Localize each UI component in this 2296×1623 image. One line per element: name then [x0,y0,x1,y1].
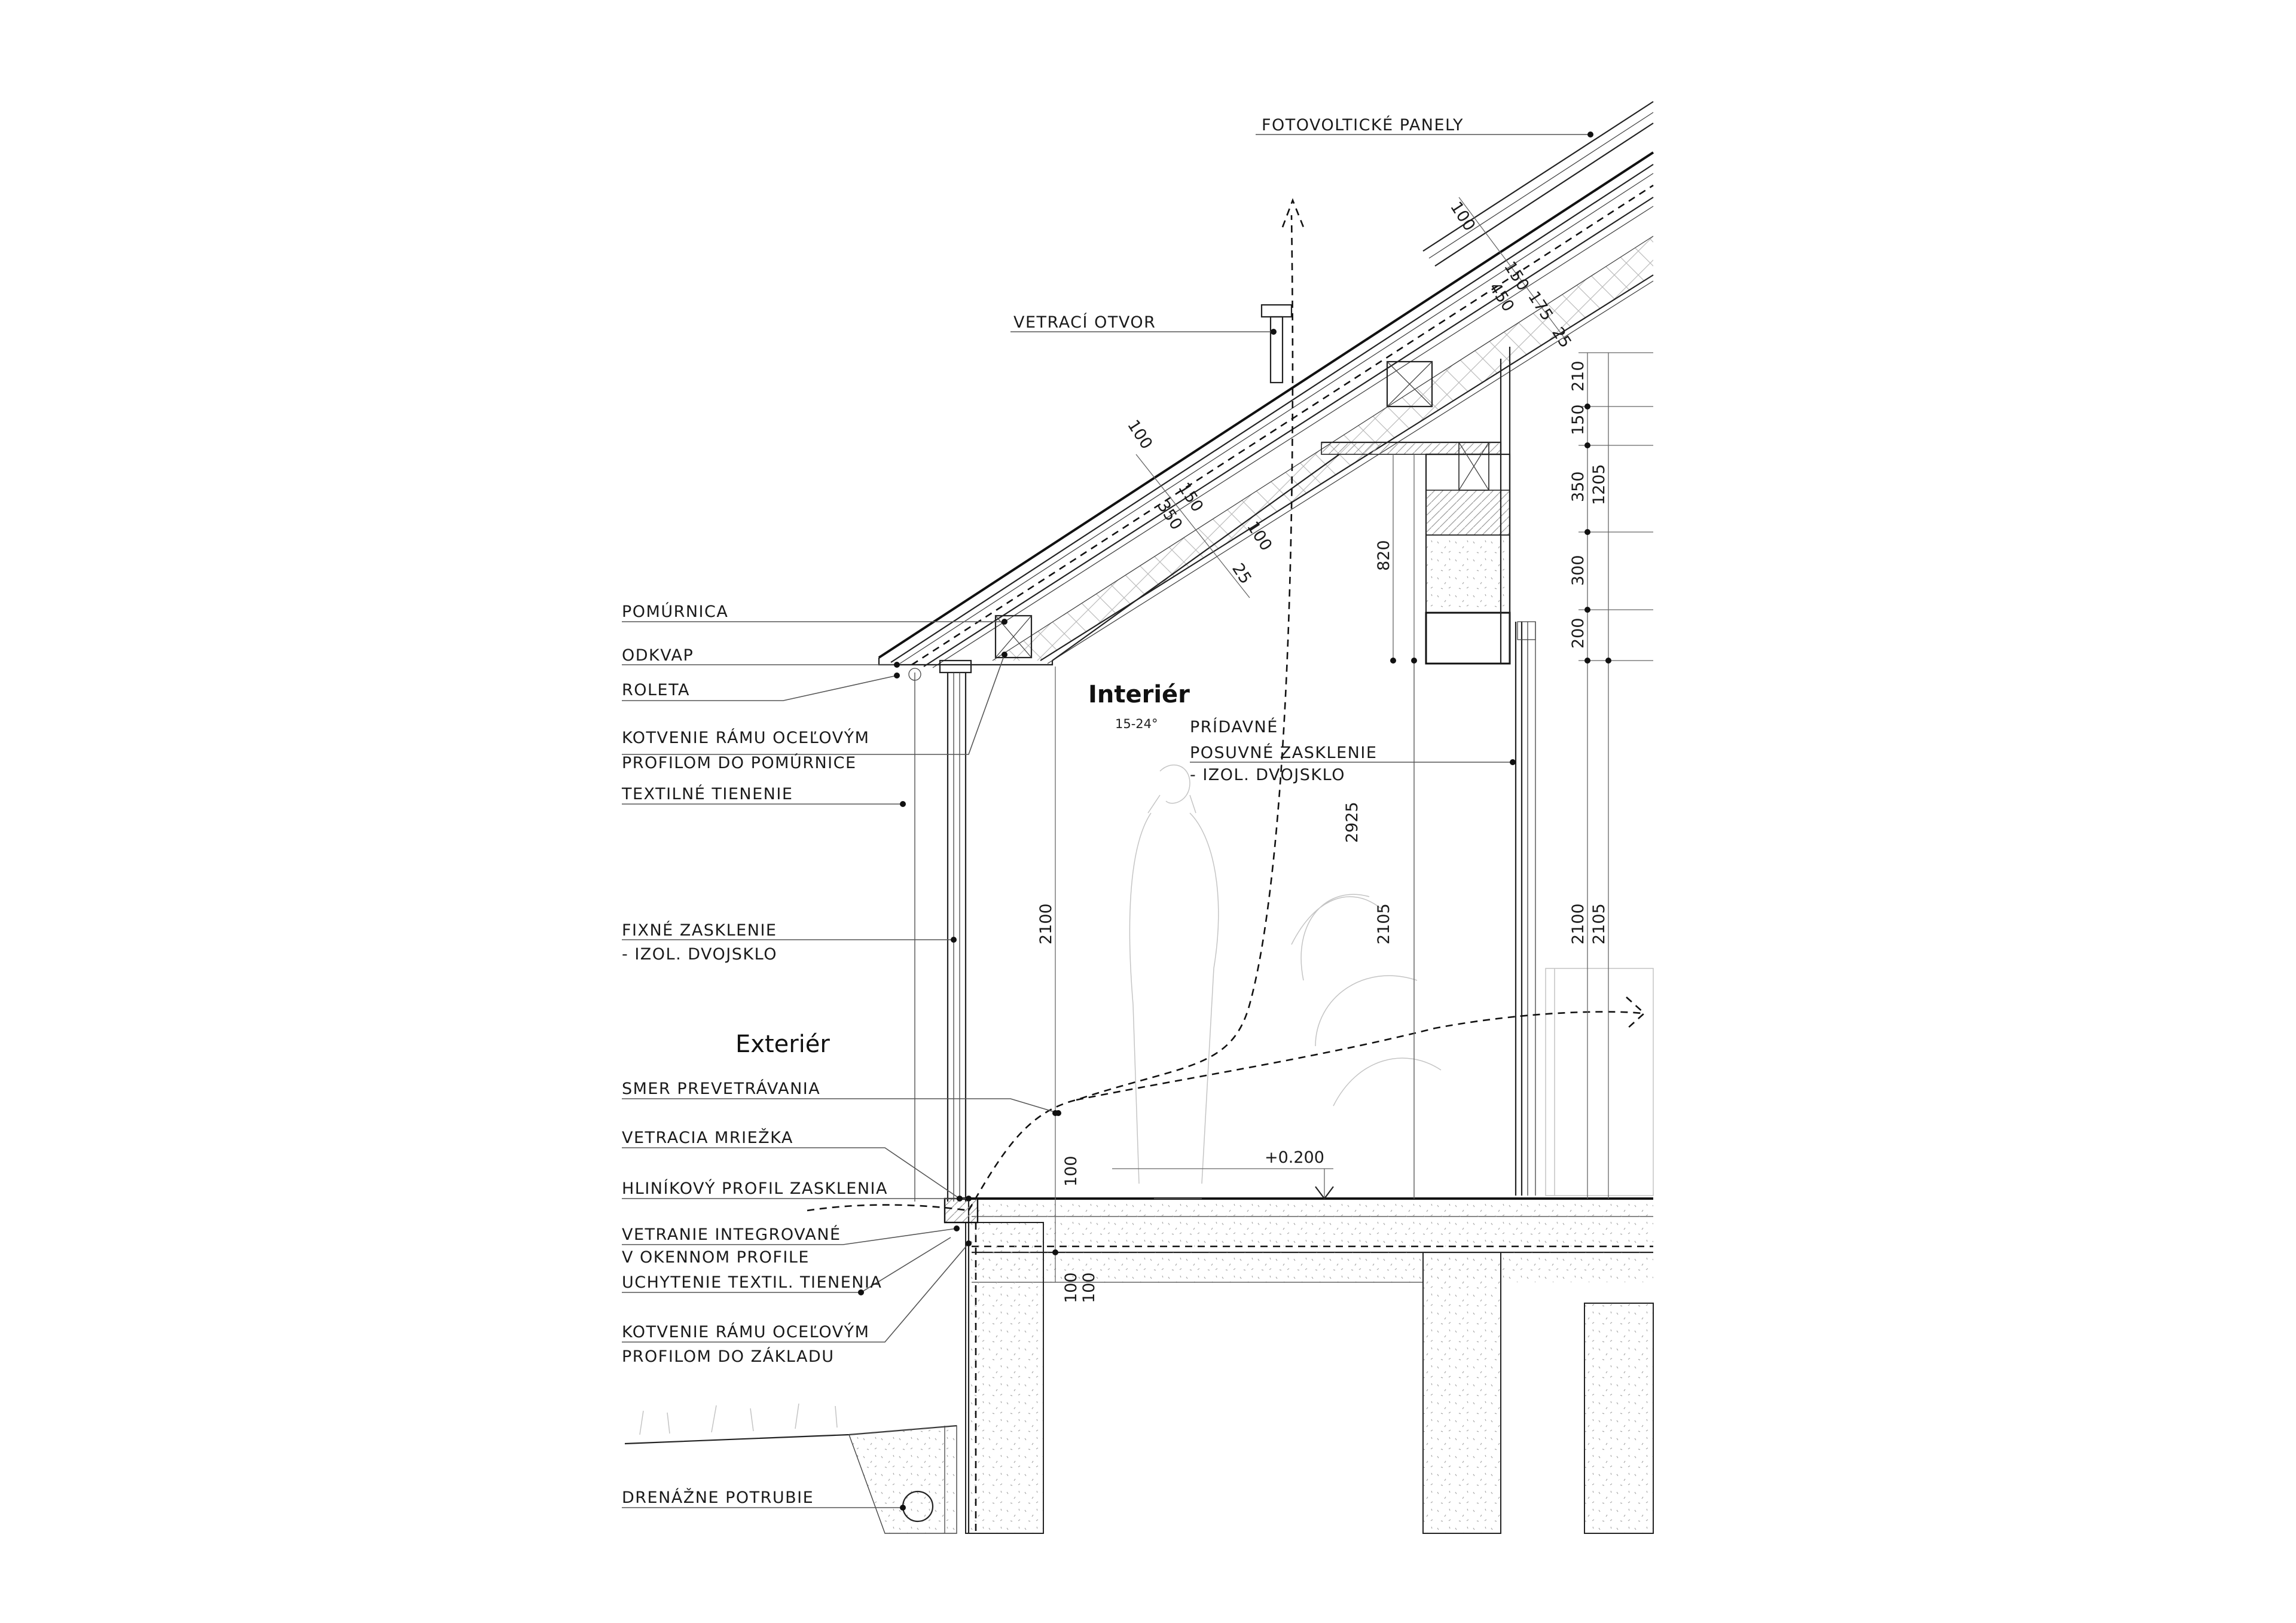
label-uchytenie: UCHYTENIE TEXTIL. TIENENIA [622,1273,882,1292]
leader-lines [622,134,1590,1508]
label-pomurnica: POMÚRNICA [622,602,728,621]
label-vetranie-2: V OKENNOM PROFILE [622,1248,810,1267]
label-hlinikovy: HLINÍKOVÝ PROFIL ZASKLENIA [622,1179,888,1198]
label-pridavne-2: POSUVNÉ ZASKLENIE [1190,743,1377,762]
floor-and-foundation [624,1197,1654,1534]
label-vetranie-1: VETRANIE INTEGROVANÉ [622,1225,841,1244]
dim-2925: 2925 [1343,802,1361,843]
label-drenazne: DRENÁŽNE POTRUBIE [622,1488,814,1507]
vent-pipe [1260,304,1293,384]
label-odkvap: ODKVAP [622,646,694,665]
dim-820: 820 [1375,540,1393,571]
dim-100-floor: 100 [1062,1156,1080,1187]
glazing-and-walls [908,621,1654,1202]
label-textilne-tienenie: TEXTILNÉ TIENENIE [621,784,793,803]
label-roleta: ROLETA [622,681,690,699]
label-exterier: Exteriér [735,1031,830,1058]
person-figure [1129,765,1442,1184]
airflow-paths [807,198,1645,1212]
label-kotvenie-pomurnica-2: PROFILOM DO POMÚRNICE [622,753,857,772]
label-kotvenie-zaklad-1: KOTVENIE RÁMU OCEĽOVÝM [622,1322,869,1341]
dim-roof-lower-100: 100 [1123,417,1156,453]
dim-100-b: 100 [1080,1272,1098,1303]
dim-2100-right: 2100 [1569,903,1587,945]
dim-right-210: 210 [1569,360,1587,392]
label-fixne-2: - IZOL. DVOJSKLO [622,945,777,964]
label-level: +0.200 [1265,1148,1324,1167]
dim-right-150: 150 [1569,404,1587,435]
label-mriezka: VETRACIA MRIEŽKA [622,1128,793,1147]
label-pridavne-3: - IZOL. DVOJSKLO [1190,766,1345,784]
label-fotovolticke: FOTOVOLTICKÉ PANELY [1262,115,1464,135]
dim-right-200: 200 [1569,618,1587,649]
leader-dots [858,132,1611,1511]
label-kotvenie-pomurnica-1: KOTVENIE RÁMU OCEĽOVÝM [622,728,869,747]
label-pridavne-1: PRÍDAVNÉ [1190,717,1278,736]
dim-2100-left: 2100 [1037,903,1055,945]
dim-roof-lower-25: 25 [1228,560,1255,588]
dim-right-1205: 1205 [1590,464,1608,505]
label-smer: SMER PREVETRÁVANIA [622,1079,820,1098]
roof-assembly [878,101,1654,668]
label-interier-temp: 15-24° [1115,717,1158,731]
label-fixne-1: FIXNÉ ZASKLENIE [622,921,777,940]
dim-right-350: 350 [1569,471,1587,502]
label-vetraci-otvor: VETRACÍ OTVOR [1013,313,1156,332]
dim-100-a: 100 [1062,1272,1080,1303]
label-interier: Interiér [1088,681,1190,708]
dimension-lines [1055,197,1653,1282]
dim-right-300: 300 [1569,555,1587,586]
dim-2105-right: 2105 [1590,903,1608,945]
label-kotvenie-zaklad-2: PROFILOM DO ZÁKLADU [622,1347,834,1366]
labels: FOTOVOLTICKÉ PANELY VETRACÍ OTVOR POMÚRN… [621,115,1464,1507]
dim-2105-mid: 2105 [1375,903,1393,945]
